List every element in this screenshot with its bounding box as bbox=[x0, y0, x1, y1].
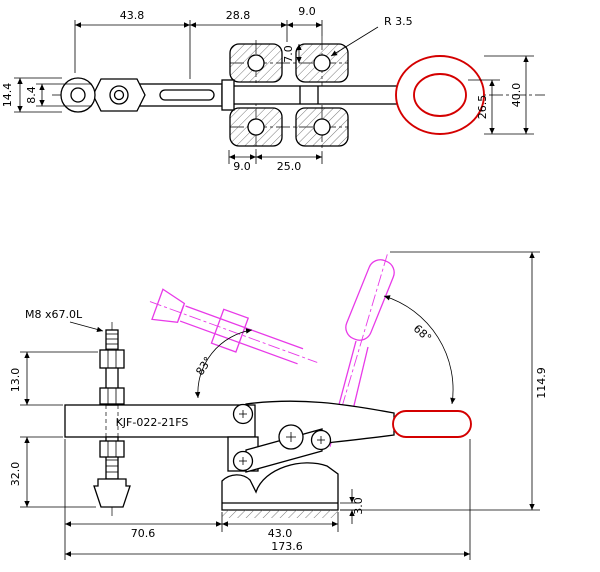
clevis-plate bbox=[221, 79, 235, 111]
top-view-dimensions: 43.8 28.8 9.0 R 3.5 14.4 8.4 7.0 26.5 40… bbox=[1, 5, 534, 173]
dim-label-width-b: 28.8 bbox=[226, 9, 251, 22]
dim-label-height-b: 8.4 bbox=[25, 86, 38, 104]
angle-label-handle: 68° bbox=[411, 322, 434, 345]
dim-label-span-b: 43.0 bbox=[268, 527, 293, 540]
dim-label-width-c: 9.0 bbox=[298, 5, 316, 18]
dim-label-handle-inner: 26.5 bbox=[476, 95, 489, 120]
spindle-nut-lower bbox=[99, 387, 125, 405]
mounting-hole bbox=[313, 54, 331, 72]
handle-shaft bbox=[221, 85, 401, 105]
top-view: 43.8 28.8 9.0 R 3.5 14.4 8.4 7.0 26.5 40… bbox=[1, 5, 545, 173]
dim-label-spindle-drop: 32.0 bbox=[9, 462, 22, 487]
dim-label-hole-offset: 7.0 bbox=[282, 45, 295, 63]
dim-label-base-offset: 9.0 bbox=[233, 160, 251, 173]
spindle-jam-nut bbox=[99, 440, 125, 458]
part-number-label: KJF-022-21FS bbox=[116, 416, 189, 429]
spindle-spec-label: M8 x67.0L bbox=[25, 308, 83, 321]
mounting-hole bbox=[313, 118, 331, 136]
dim-label-span-a: 70.6 bbox=[131, 527, 156, 540]
spindle-foot bbox=[93, 478, 131, 508]
hex-nut-stud bbox=[113, 89, 125, 101]
spindle-nut-upper bbox=[99, 349, 125, 369]
clamp-arm bbox=[136, 83, 226, 107]
mounting-hole bbox=[247, 118, 265, 136]
dim-label-height-a: 14.4 bbox=[1, 83, 14, 108]
dim-label-nut-height: 13.0 bbox=[9, 368, 22, 393]
dim-label-handle-outer: 40.0 bbox=[510, 83, 523, 108]
mounting-hole bbox=[247, 54, 265, 72]
left-lug-hole bbox=[70, 87, 86, 103]
dim-label-radius: R 3.5 bbox=[384, 15, 413, 28]
angle-label-open: 83° bbox=[193, 354, 215, 377]
hex-nut-bore bbox=[109, 85, 129, 105]
dim-label-overall-height: 114.9 bbox=[535, 367, 548, 399]
dim-label-plate: 3.0 bbox=[352, 497, 365, 515]
side-view: 83° 68° bbox=[9, 251, 548, 560]
side-view-dimensions: M8 x67.0L 13.0 32.0 114.9 70.6 bbox=[9, 251, 548, 560]
dim-label-overall-length: 173.6 bbox=[271, 540, 303, 553]
dim-label-hole-pitch: 25.0 bbox=[277, 160, 302, 173]
mounting-base bbox=[221, 462, 339, 511]
clamp-bar bbox=[64, 404, 256, 438]
handle-grip-side bbox=[392, 410, 472, 438]
phantom-handle bbox=[345, 259, 395, 341]
handle-grip-inner bbox=[413, 73, 467, 117]
ground-hatch bbox=[222, 510, 338, 518]
arm-slot bbox=[159, 89, 215, 101]
top-view-geometry bbox=[60, 43, 485, 147]
side-view-geometry: KJF-022-21FS bbox=[64, 329, 472, 518]
dim-label-width-a: 43.8 bbox=[120, 9, 145, 22]
